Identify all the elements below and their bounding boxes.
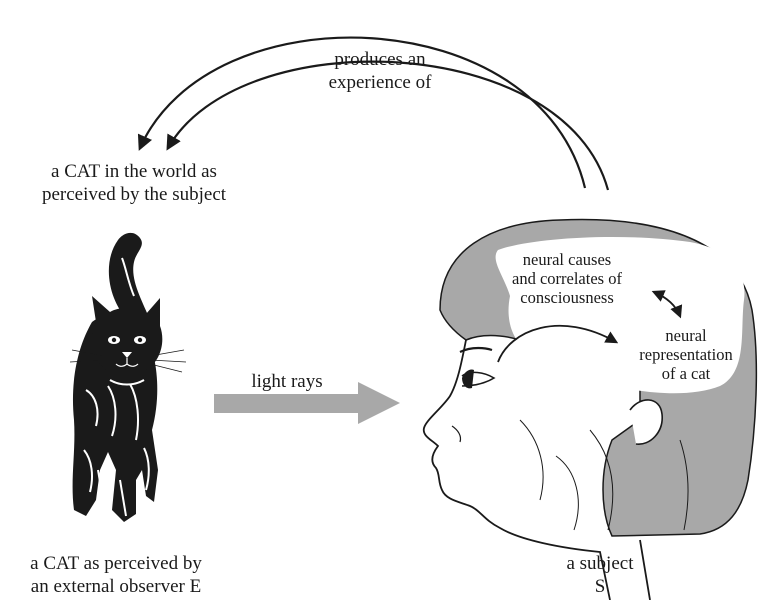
light-rays-label: light rays bbox=[232, 370, 342, 393]
neural-representation-label: neural representation of a cat bbox=[622, 326, 750, 383]
cat-illustration-icon bbox=[70, 233, 186, 522]
produces-label: produces an experience of bbox=[290, 48, 470, 94]
cat-world-label: a CAT in the world as perceived by the s… bbox=[0, 160, 268, 206]
cat-external-label: a CAT as perceived by an external observ… bbox=[0, 552, 232, 598]
subject-label: a subject S bbox=[540, 552, 660, 598]
neural-causes-label: neural causes and correlates of consciou… bbox=[492, 250, 642, 307]
